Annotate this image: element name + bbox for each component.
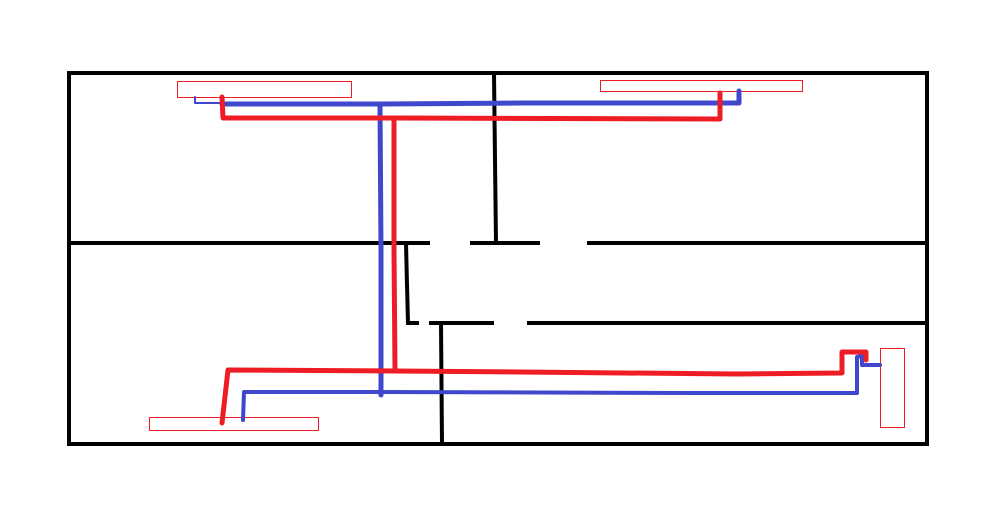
wall-bottom-divider [438,320,445,447]
cold-line-bottom [241,354,882,422]
walls [67,70,929,447]
cold-water-lines [194,88,882,422]
hot-riser [391,115,398,374]
fixture-bottom-right [880,348,905,428]
hot-water-lines [219,90,869,426]
fixture-top-right [600,80,803,92]
cold-line-top [219,88,742,107]
fixtures [149,80,905,431]
fixture-bottom-left [149,417,319,431]
fixture-top-left [177,81,352,98]
cold-line-top-thin [194,96,223,104]
wall-hall-left [403,240,419,325]
outer-wall [67,71,929,446]
hot-line-bottom [219,349,869,426]
cold-riser [377,101,384,398]
wall-top-divider [491,70,499,246]
